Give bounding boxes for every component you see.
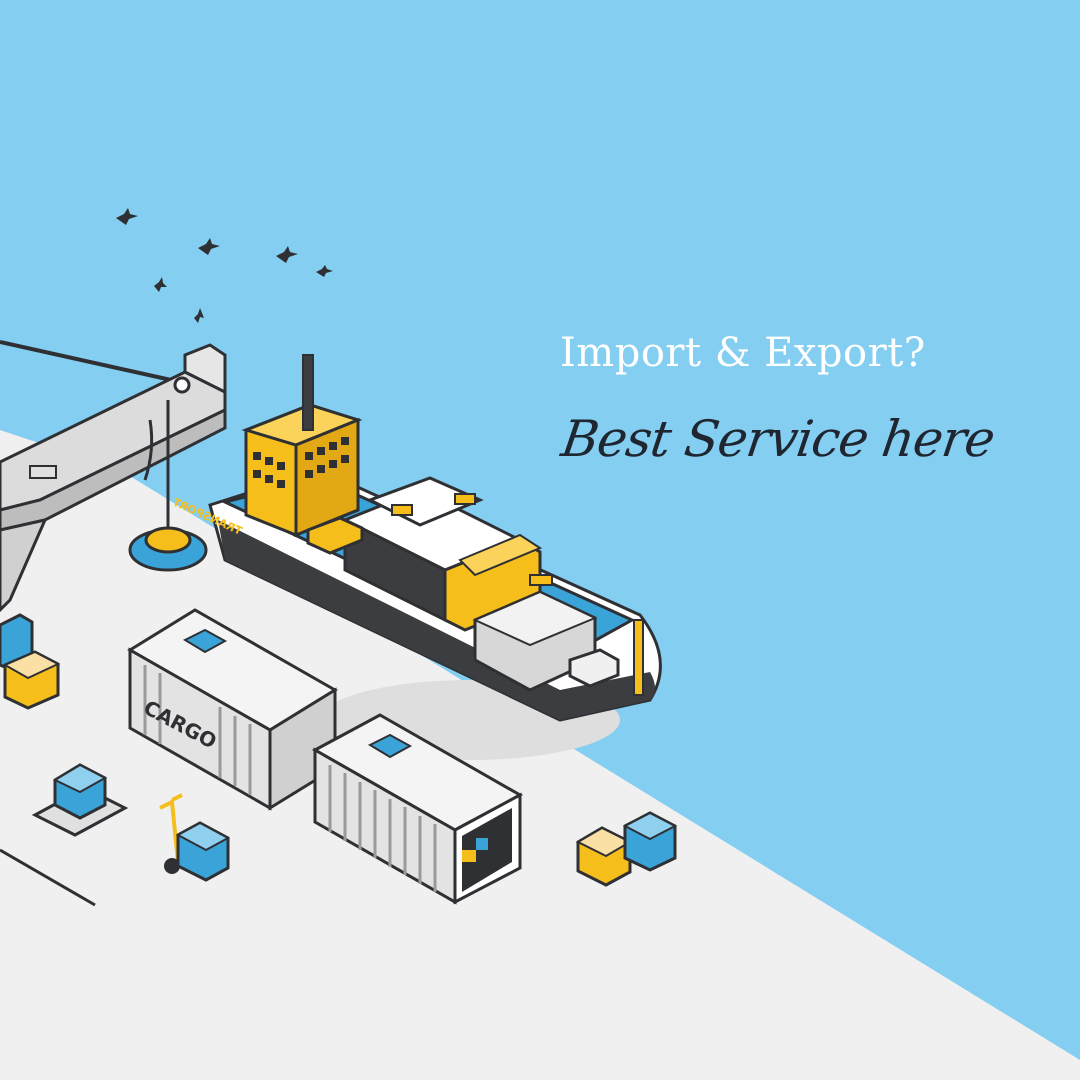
box-stack xyxy=(0,613,61,710)
headline: Import & Export? xyxy=(560,330,926,376)
bird-icon xyxy=(116,208,138,225)
bird-icon xyxy=(154,277,167,292)
hand-truck-icon xyxy=(159,793,231,882)
bird-icon xyxy=(276,246,298,263)
bird-icon xyxy=(316,265,333,277)
box-stack-right xyxy=(575,811,678,887)
bird-icon xyxy=(194,308,204,323)
pallet-icon xyxy=(31,763,129,837)
birds-group xyxy=(116,208,333,323)
crane-icon xyxy=(0,340,227,613)
container-icon xyxy=(311,713,524,905)
tagline: Best Service here xyxy=(557,410,998,468)
dock-line xyxy=(0,848,96,907)
bird-icon xyxy=(198,238,220,255)
